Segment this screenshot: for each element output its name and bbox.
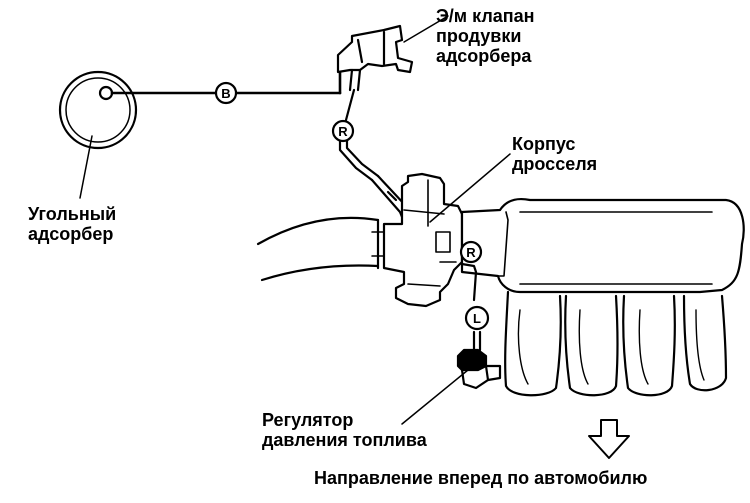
throttle-body-label-line-1: Корпус xyxy=(512,134,576,154)
svg-text:R: R xyxy=(338,124,348,139)
direction-label: Направление вперед по автомобилю xyxy=(314,468,648,488)
charcoal-canister xyxy=(58,70,138,150)
fuel-pressure-regulator xyxy=(456,348,502,390)
purge-valve-label: Э/м клапан продувки адсорбера xyxy=(436,6,535,66)
canister-label-line-1: Угольный xyxy=(28,204,117,224)
hose-marker-b: B xyxy=(214,81,238,105)
forward-arrow-icon xyxy=(588,419,630,459)
svg-text:R: R xyxy=(466,245,476,260)
leader-lines xyxy=(79,15,511,425)
purge-valve-label-line-1: Э/м клапан xyxy=(436,6,535,26)
throttle-body-label-line-2: дросселя xyxy=(512,154,598,174)
regulator-label: Регулятор давления топлива xyxy=(262,410,427,450)
hose-marker-r-lower: R xyxy=(459,240,483,264)
throttle-body-label: Корпус дросселя xyxy=(512,134,597,174)
regulator-label-line-1: Регулятор xyxy=(262,410,354,430)
purge-solenoid-valve xyxy=(336,24,414,92)
intake-manifold xyxy=(460,197,745,397)
canister-label: Угольный адсорбер xyxy=(28,204,116,244)
regulator-label-line-2: давления топлива xyxy=(262,430,427,450)
hose-marker-l: L xyxy=(464,305,490,331)
canister-label-line-2: адсорбер xyxy=(28,224,114,244)
svg-text:L: L xyxy=(473,311,481,326)
purge-valve-label-line-3: адсорбера xyxy=(436,46,532,66)
hose-marker-r-upper: R xyxy=(331,119,355,143)
air-intake-pipe xyxy=(256,216,385,282)
throttle-body xyxy=(382,172,464,308)
hose-canister-to-valve xyxy=(110,70,342,95)
purge-valve-label-line-2: продувки xyxy=(436,26,522,46)
svg-text:B: B xyxy=(221,86,230,101)
